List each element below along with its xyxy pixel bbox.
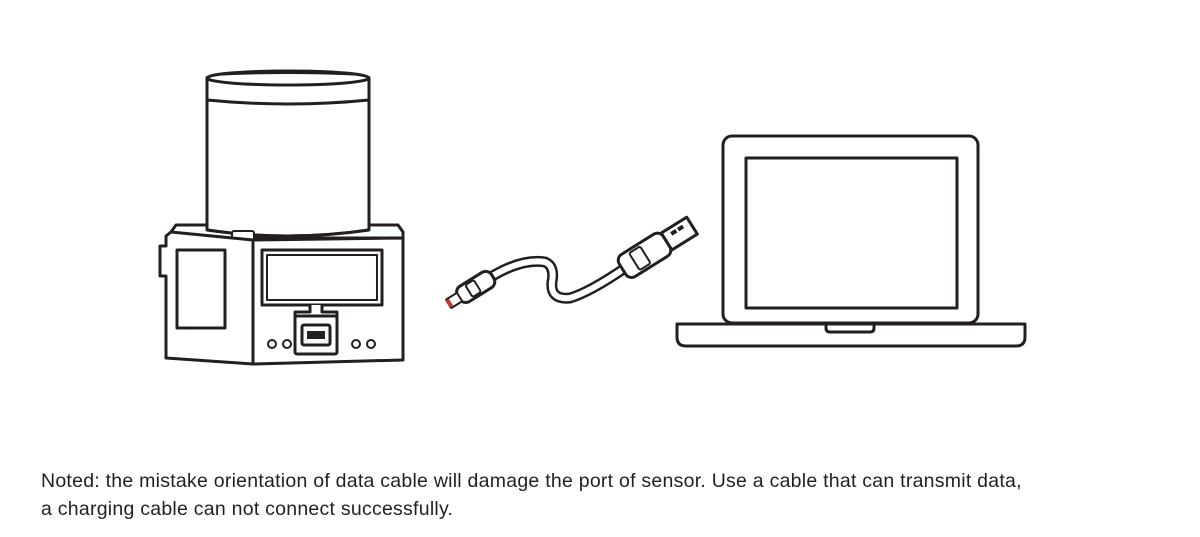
connection-illustration: [158, 69, 1027, 366]
usb-port: [293, 314, 339, 356]
sensor-head: [205, 69, 371, 238]
laptop-screen: [721, 134, 980, 325]
side-window: [175, 248, 227, 330]
laptop-base: [675, 322, 1027, 348]
micro-usb-plug: [445, 269, 497, 309]
note-line-2: a charging cable can not connect success…: [41, 498, 454, 520]
lidar-sensor: [158, 69, 405, 366]
warning-note: Noted: the mistake orientation of data c…: [41, 467, 1181, 523]
note-line-1: Noted: the mistake orientation of data c…: [41, 470, 1022, 492]
sensor-base: [158, 230, 405, 366]
usb-cable: [445, 215, 699, 309]
indicator-leds: [267, 339, 376, 349]
usb-a-plug: [616, 215, 699, 279]
laptop: [675, 134, 1027, 348]
front-display: [260, 248, 384, 307]
